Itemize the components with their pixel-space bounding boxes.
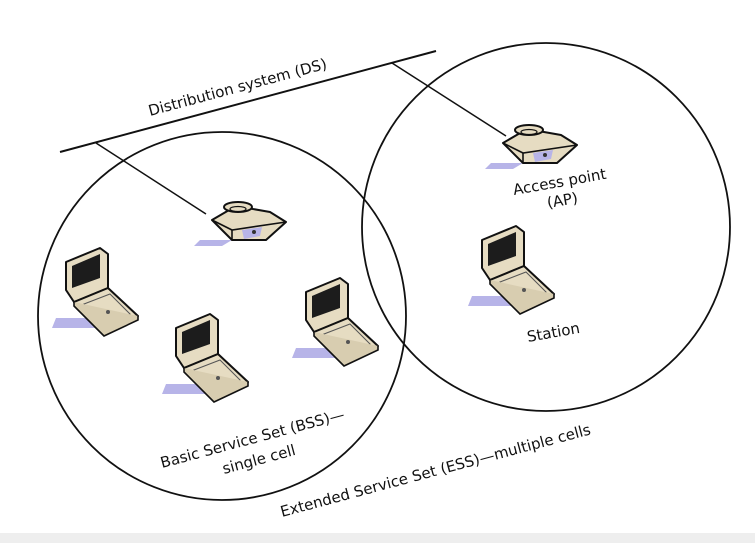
laptop-icon (161, 313, 249, 403)
laptop-icon (467, 225, 555, 315)
access-point-label-line2: (AP) (546, 189, 580, 212)
ds-link-bss-ap (95, 142, 207, 215)
ess-label: Extended Service Set (ESS)—multiple cell… (278, 420, 592, 520)
bottom-edge-strip (0, 533, 755, 543)
laptop-icon (51, 247, 139, 337)
bss-cell-circle (37, 131, 407, 501)
distribution-system-line (59, 50, 437, 153)
ds-link-second-ap (391, 62, 507, 137)
access-point-icon (193, 201, 287, 247)
second-cell-circle (361, 42, 731, 412)
station-label: Station (526, 319, 582, 346)
laptop-icon (291, 277, 379, 367)
